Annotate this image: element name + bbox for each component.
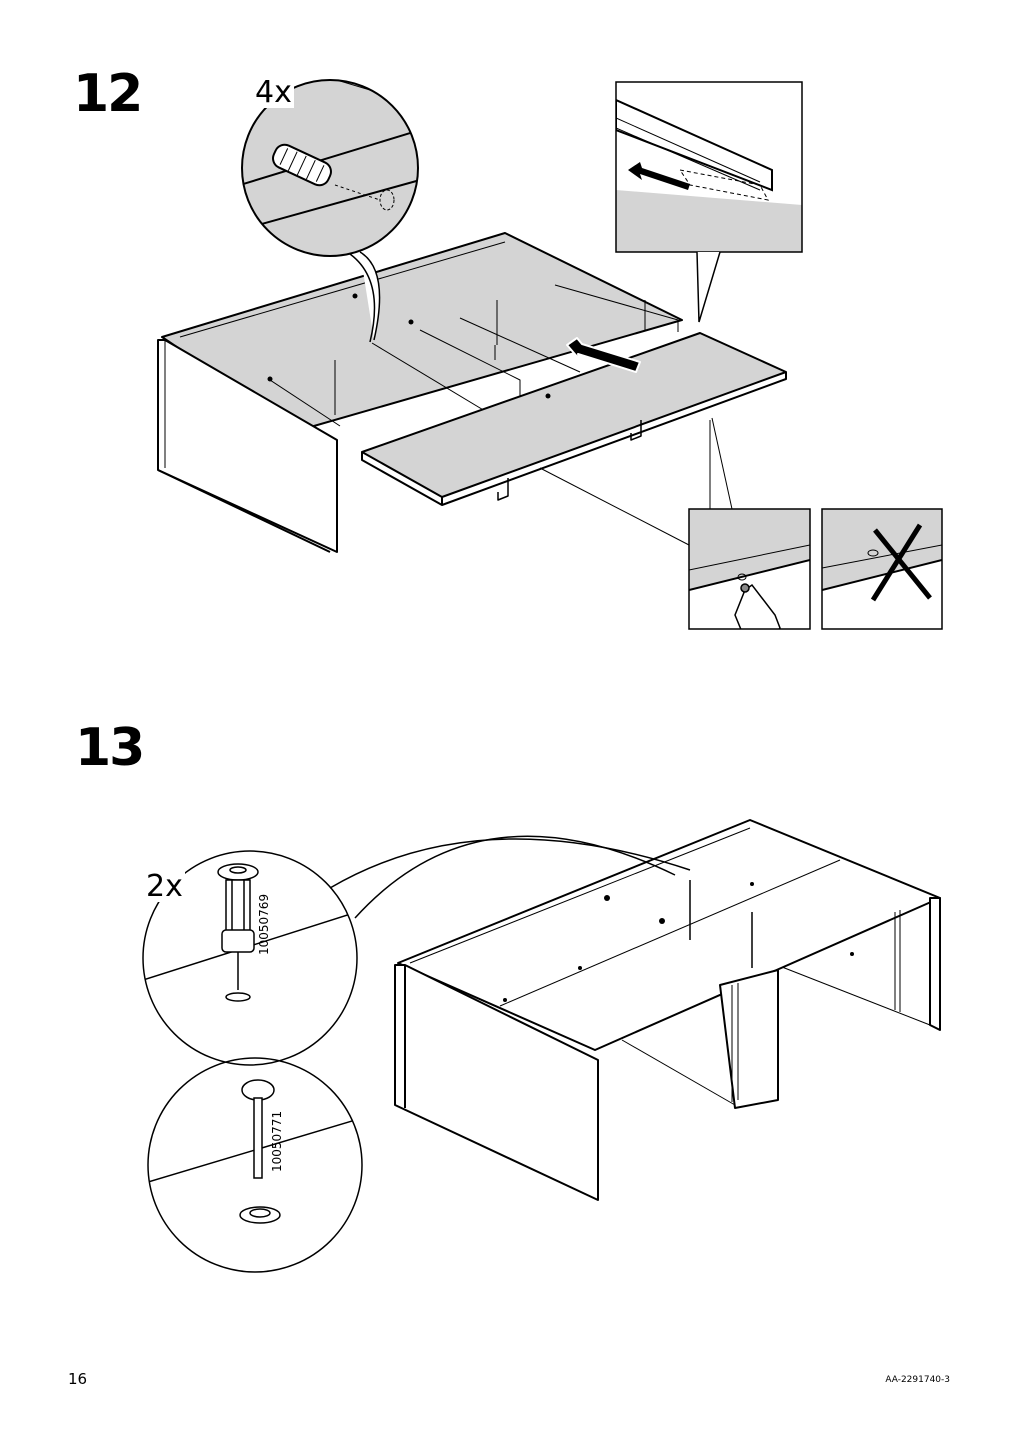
step-13-number: 13 (75, 718, 145, 778)
step13-frame (394, 819, 941, 1201)
page-number: 16 (68, 1370, 88, 1388)
pin-detail (147, 1057, 363, 1273)
slide-arrow-icon (566, 337, 641, 373)
dowel-icon (272, 143, 332, 187)
wrong-cross-icon (870, 523, 932, 602)
push-detail (539, 417, 811, 630)
cover-cap-icon (239, 1206, 281, 1224)
step-12-quantity: 4x (253, 75, 294, 110)
pin-icon (241, 1079, 275, 1179)
part-number-plug: 10050769 (257, 893, 271, 955)
step-13-quantity: 2x (144, 869, 185, 904)
step-12-number: 12 (73, 64, 143, 124)
expansion-plug-icon (217, 863, 259, 1002)
plug-detail (142, 835, 691, 1066)
slide-detail (615, 81, 803, 323)
finger-push-icon (734, 583, 781, 629)
document-code: AA-2291740-3 (885, 1375, 950, 1385)
part-number-pin: 10050771 (270, 1110, 284, 1172)
wrong-detail (821, 508, 943, 630)
step12-frame (157, 232, 787, 553)
